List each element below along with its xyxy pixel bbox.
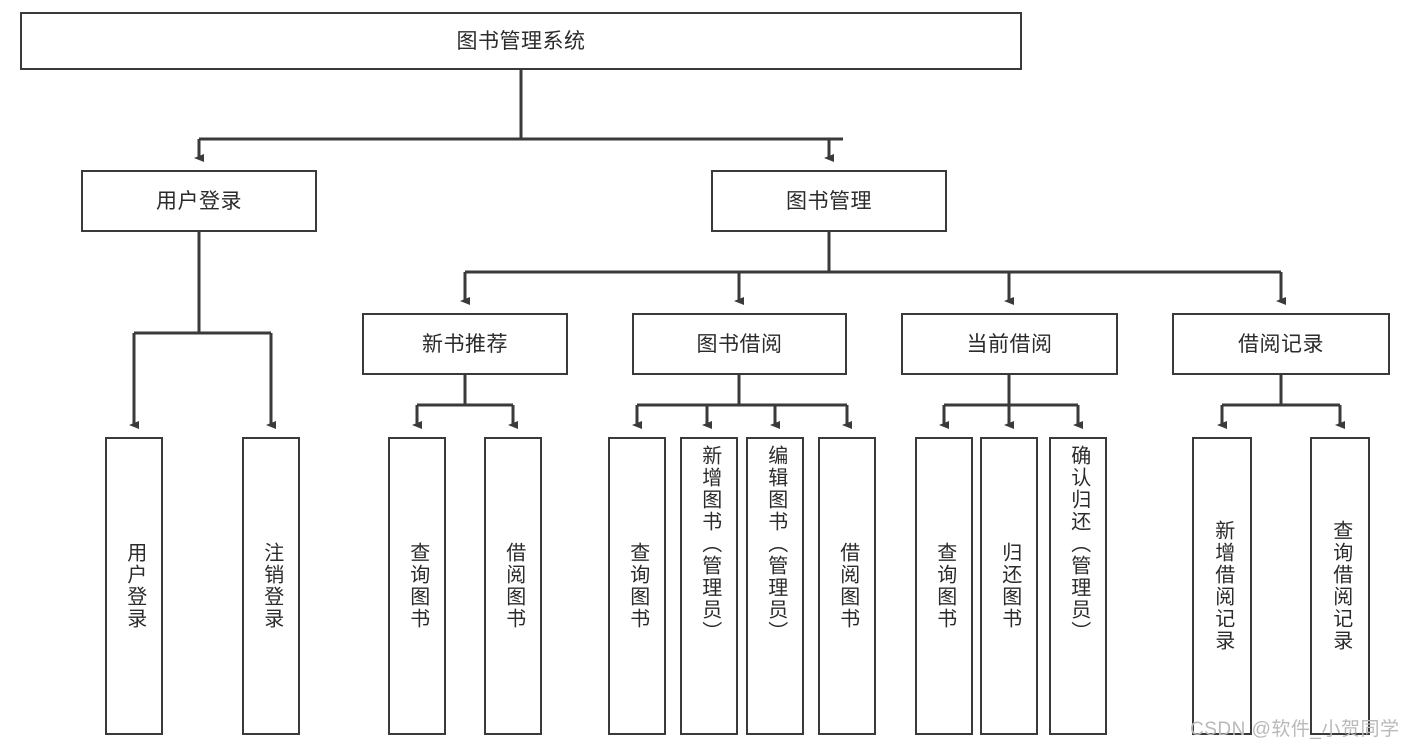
node-user-login-label: 用户登录	[156, 189, 242, 213]
leaf-new-book-borrow[interactable]: 借阅图书	[484, 437, 542, 735]
leaf-new-book-borrow-label: 借阅图书	[502, 542, 525, 630]
leaf-borrow-record-query[interactable]: 查询借阅记录	[1310, 437, 1370, 735]
leaf-current-borrow-query-label: 查询图书	[933, 542, 956, 630]
leaf-book-borrow-query-label: 查询图书	[626, 542, 649, 630]
node-current-borrow-label: 当前借阅	[966, 332, 1053, 356]
leaf-user-login-login-label: 用户登录	[123, 542, 146, 630]
leaf-borrow-record-query-label: 查询借阅记录	[1329, 520, 1352, 652]
leaf-new-book-query[interactable]: 查询图书	[388, 437, 446, 735]
leaf-current-borrow-return-label: 归还图书	[998, 542, 1021, 630]
leaf-book-borrow-edit[interactable]: 编辑图书（管理员）	[746, 437, 804, 735]
node-book-borrow-label: 图书借阅	[696, 332, 783, 356]
leaf-book-borrow-edit-label: 编辑图书（管理员）	[764, 445, 787, 643]
node-book-borrow[interactable]: 图书借阅	[632, 313, 847, 375]
node-new-book-recommend[interactable]: 新书推荐	[362, 313, 568, 375]
leaf-current-borrow-query[interactable]: 查询图书	[915, 437, 973, 735]
node-book-management-label: 图书管理	[786, 189, 872, 213]
leaf-user-login-logout-label: 注销登录	[260, 542, 283, 630]
leaf-book-borrow-add-label: 新增图书（管理员）	[698, 445, 721, 643]
node-root-system-label: 图书管理系统	[456, 29, 586, 53]
leaf-current-borrow-confirm-return[interactable]: 确认归还（管理员）	[1049, 437, 1107, 735]
leaf-new-book-query-label: 查询图书	[406, 542, 429, 630]
node-borrow-record-label: 借阅记录	[1238, 332, 1324, 356]
node-new-book-recommend-label: 新书推荐	[422, 332, 508, 356]
leaf-borrow-record-add-label: 新增借阅记录	[1211, 520, 1234, 652]
leaf-borrow-record-add[interactable]: 新增借阅记录	[1192, 437, 1252, 735]
node-book-management[interactable]: 图书管理	[711, 170, 947, 232]
node-current-borrow[interactable]: 当前借阅	[901, 313, 1118, 375]
leaf-book-borrow-add[interactable]: 新增图书（管理员）	[680, 437, 738, 735]
node-user-login[interactable]: 用户登录	[81, 170, 317, 232]
node-borrow-record[interactable]: 借阅记录	[1172, 313, 1390, 375]
leaf-book-borrow-query[interactable]: 查询图书	[608, 437, 666, 735]
node-root-system[interactable]: 图书管理系统	[20, 12, 1022, 70]
leaf-current-borrow-confirm-return-label: 确认归还（管理员）	[1067, 445, 1090, 643]
leaf-user-login-logout[interactable]: 注销登录	[242, 437, 300, 735]
watermark-text: CSDN @软件_小贺同学	[1190, 719, 1400, 740]
leaf-book-borrow-borrow[interactable]: 借阅图书	[818, 437, 876, 735]
leaf-book-borrow-borrow-label: 借阅图书	[836, 542, 859, 630]
leaf-user-login-login[interactable]: 用户登录	[105, 437, 163, 735]
leaf-current-borrow-return[interactable]: 归还图书	[980, 437, 1038, 735]
